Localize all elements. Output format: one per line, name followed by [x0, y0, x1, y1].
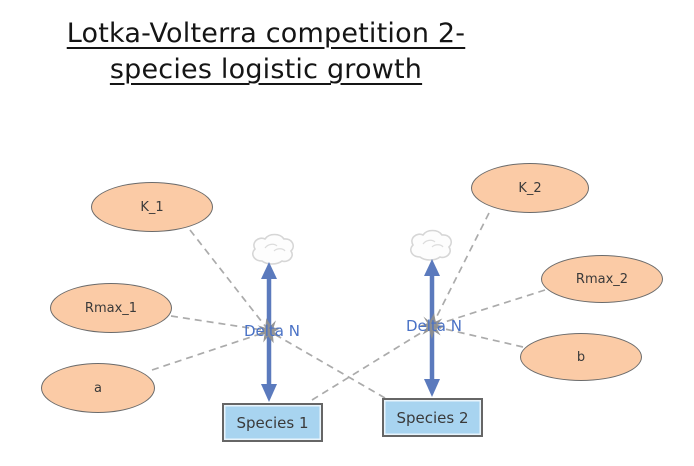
diagram-title-line2: species logistic growth — [109, 54, 423, 85]
flow2-valve-icon[interactable] — [417, 311, 447, 341]
flow2-down-arrowhead-icon — [424, 379, 440, 397]
variable-a-label: a — [94, 380, 102, 396]
link-k1-to-flow1[interactable] — [189, 229, 270, 332]
variable-rmax1-label: Rmax_1 — [84, 300, 138, 316]
variable-k1-label: K_1 — [140, 199, 164, 215]
influence-links — [151, 212, 546, 401]
variable-b-label: b — [576, 349, 586, 365]
variable-node-rmax1[interactable]: Rmax_1 — [50, 283, 172, 333]
stock-species1-label: Species 1 — [236, 413, 309, 432]
flow2-up-arrowhead-icon — [424, 259, 440, 276]
flow1-down-arrowhead-icon — [261, 384, 277, 402]
variable-rmax2-label: Rmax_2 — [575, 271, 629, 287]
cloud-icon-flow2 — [410, 229, 452, 261]
variable-node-a[interactable]: a — [41, 363, 155, 413]
variable-k2-label: K_2 — [518, 180, 542, 196]
link-species2-to-flow1[interactable] — [268, 330, 386, 399]
link-rmax1-to-flow1[interactable] — [170, 315, 270, 332]
flow2-label[interactable]: Delta N — [405, 317, 462, 335]
link-a-to-flow1[interactable] — [151, 330, 270, 371]
link-species1-to-flow2[interactable] — [311, 325, 433, 401]
flow-valves — [254, 311, 447, 347]
flow1-valve-icon[interactable] — [254, 316, 285, 347]
link-k2-to-flow2[interactable] — [431, 212, 490, 327]
variable-node-k2[interactable]: K_2 — [471, 163, 589, 213]
variable-node-b[interactable]: b — [520, 333, 642, 381]
variable-node-rmax2[interactable]: Rmax_2 — [541, 255, 663, 303]
stock-node-species1[interactable]: Species 1 — [222, 403, 323, 442]
diagram-title[interactable]: Lotka-Volterra competition 2- species lo… — [28, 16, 504, 88]
stock-node-species2[interactable]: Species 2 — [382, 398, 483, 437]
cloud-icons — [252, 229, 452, 265]
diagram-title-line1: Lotka-Volterra competition 2- — [66, 18, 466, 49]
variable-node-k1[interactable]: K_1 — [91, 182, 213, 232]
stock-species2-label: Species 2 — [396, 408, 469, 427]
cloud-icon-flow1 — [252, 233, 294, 265]
link-rmax2-to-flow2[interactable] — [431, 289, 546, 327]
flow1-up-arrowhead-icon — [261, 262, 277, 279]
flow1-label[interactable]: Delta N — [243, 322, 300, 340]
link-b-to-flow2[interactable] — [431, 325, 524, 348]
